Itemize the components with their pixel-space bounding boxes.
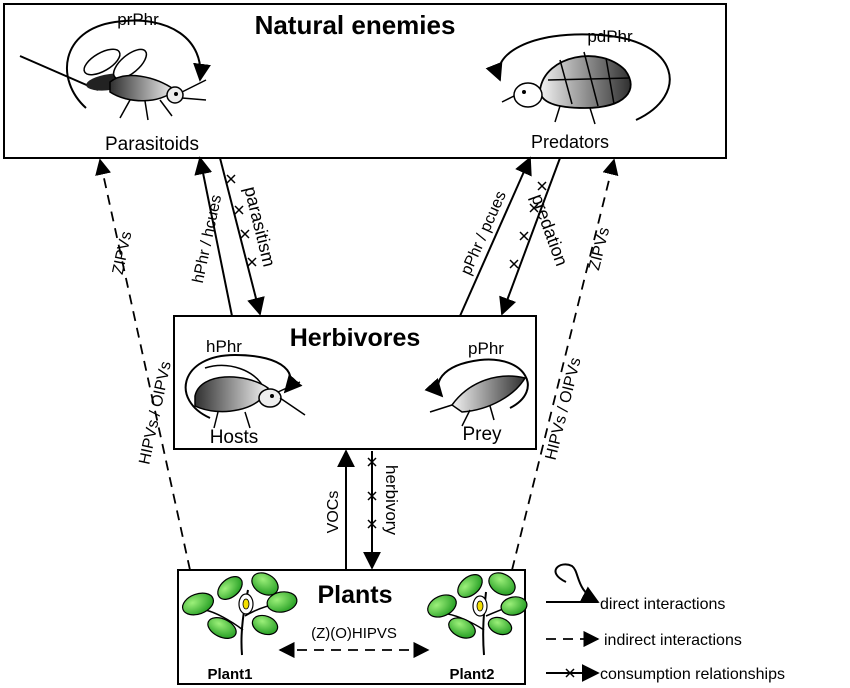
hosts-label: Hosts	[210, 427, 259, 448]
legend-direct-loop-icon	[554, 563, 600, 603]
legend-direct-label: direct interactions	[600, 596, 725, 613]
plant1-label: Plant1	[207, 666, 252, 683]
herbivory-label: herbivory	[382, 465, 401, 535]
predators-label: Predators	[531, 132, 609, 152]
prey-insect-icon	[424, 358, 529, 427]
predators-zipvs-label: ZIPVs	[586, 226, 613, 272]
parasitism-arrow	[219, 157, 265, 316]
plant-to-predators-arrow	[511, 158, 619, 571]
predators-hipvs-label: HIPVs / OIPVs	[543, 356, 585, 462]
plant-to-plant-label: (Z)(O)HIPVS	[311, 625, 397, 642]
plant2-icon	[427, 572, 528, 656]
natural-enemies-title: Natural enemies	[255, 10, 456, 40]
hosts-to-parasitoids-label: hPhr / hcues	[190, 193, 225, 284]
herbivores-title: Herbivores	[290, 324, 421, 352]
plant2-label: Plant2	[449, 666, 494, 683]
hphr-label: hPhr	[206, 337, 242, 356]
plants-title: Plants	[317, 581, 392, 609]
legend-indirect-label: indirect interactions	[604, 632, 742, 649]
legend: direct interactions indirect interaction…	[546, 563, 785, 683]
parasitoid-wasp-icon	[19, 19, 211, 121]
hosts-to-parasitoids-arrow	[194, 156, 233, 317]
herbivory-arrow	[363, 451, 381, 570]
predation-arrow	[499, 157, 561, 316]
vocs-label: VOCs	[325, 491, 342, 534]
prey-label: Prey	[462, 424, 502, 445]
legend-consumption-label: consumption relationships	[600, 666, 785, 683]
parasitoids-zipvs-label: ZIPVs	[110, 230, 136, 276]
plant1-icon	[181, 572, 298, 656]
prphr-label: prPhr	[117, 10, 159, 29]
predator-beetle-icon	[485, 33, 671, 125]
plant-to-parasitoids-arrow	[95, 158, 191, 571]
pdphr-label: pdPhr	[587, 27, 633, 46]
parasitoids-label: Parasitoids	[105, 134, 199, 155]
host-insect-icon	[184, 353, 306, 429]
parasitoids-hipvs-label: HIPVs / OIPVs	[136, 360, 174, 466]
prey-to-predators-arrow	[459, 156, 532, 317]
pphr-label: pPhr	[468, 339, 504, 358]
